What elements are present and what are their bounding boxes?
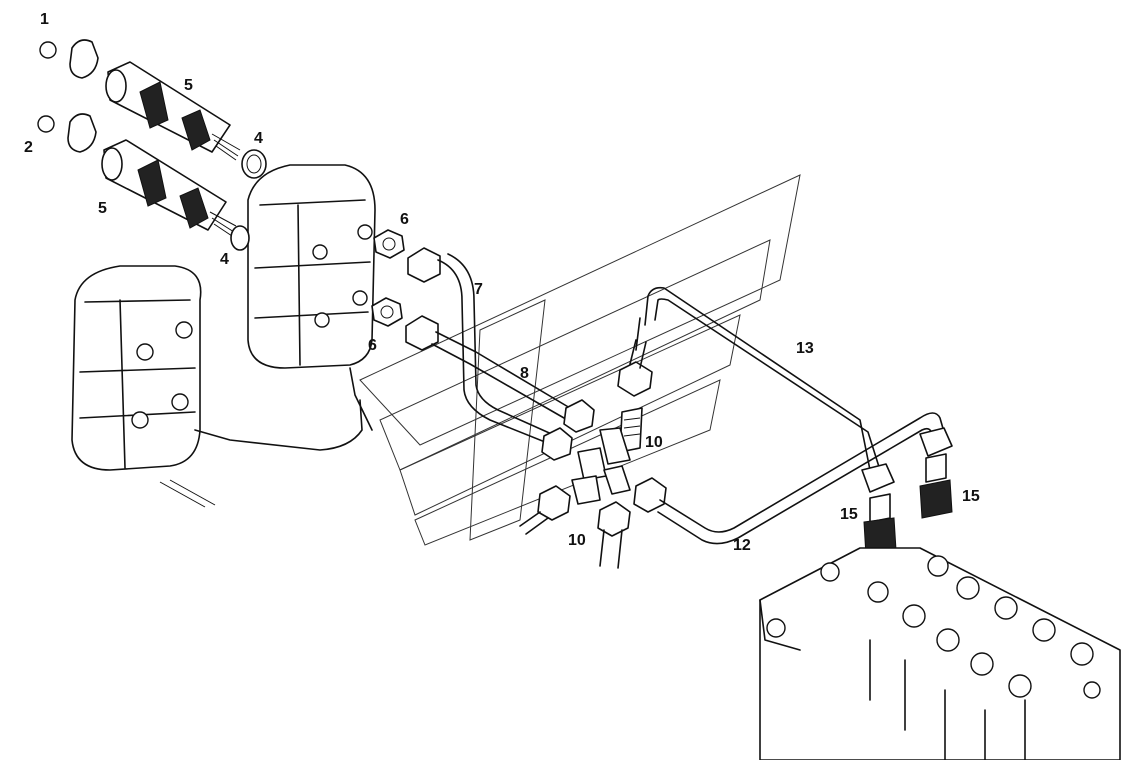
callout-8: 8: [520, 365, 529, 382]
engine-block-lower: [71, 265, 363, 508]
callout-1: 1: [40, 11, 49, 28]
callout-13: 13: [796, 340, 814, 357]
callout-6-lower: 6: [368, 337, 377, 354]
callout-15-right: 15: [962, 488, 980, 505]
pipe-assembly-left: [371, 229, 595, 461]
injector-assembly-lower: [37, 113, 250, 251]
engine-block-upper: [247, 164, 376, 431]
pipe-12-13: [635, 286, 945, 545]
callout-2: 2: [24, 139, 33, 156]
callout-6-upper: 6: [400, 211, 409, 228]
callout-12: 12: [733, 537, 751, 554]
callout-5-lower: 5: [98, 200, 107, 217]
valve-15-pair: [861, 427, 953, 557]
callout-7: 7: [474, 281, 483, 298]
callout-5-upper: 5: [184, 77, 193, 94]
callout-4-lower: 4: [220, 251, 229, 268]
callout-15-left: 15: [840, 506, 858, 523]
callout-4-upper: 4: [254, 130, 263, 147]
callout-labels: 1 2 4 4 5 5 6 6 7 8 10 10 12 13 15 15: [24, 11, 980, 554]
injector-assembly-upper: [39, 39, 267, 179]
fitting-cluster: [519, 339, 667, 569]
injection-pump: [759, 547, 1121, 760]
callout-10-upper: 10: [645, 434, 663, 451]
callout-10-lower: 10: [568, 532, 586, 549]
